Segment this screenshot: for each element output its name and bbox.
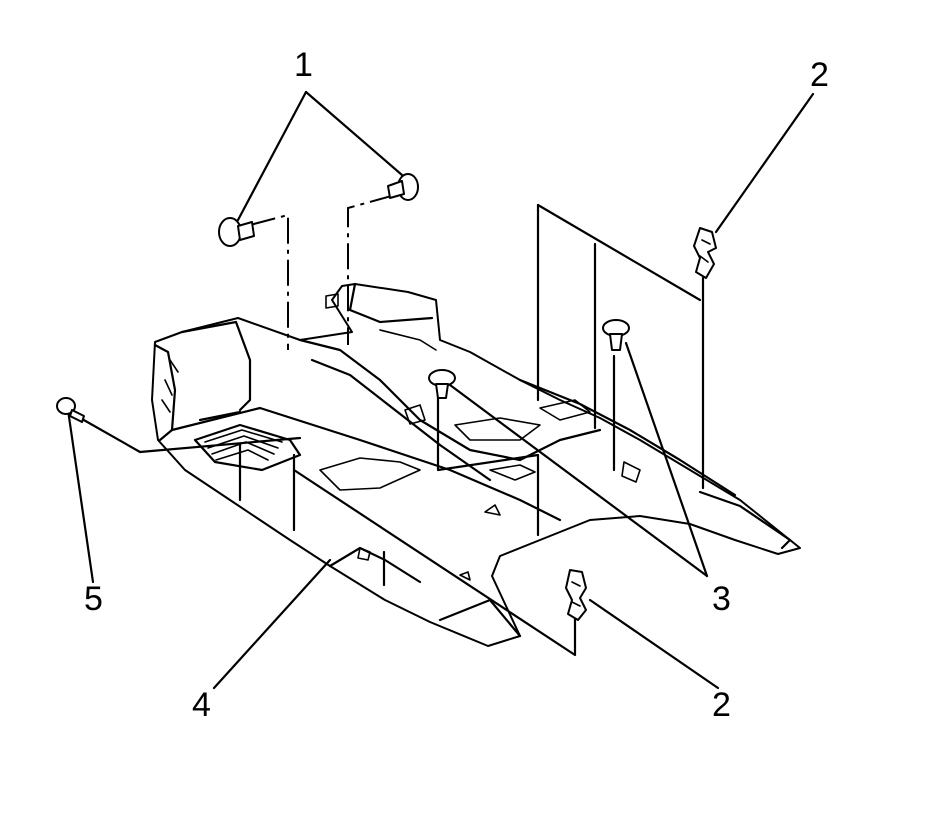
callout-5: 5 bbox=[84, 580, 103, 618]
retainer-center-left bbox=[428, 369, 456, 399]
dashed-locating-lines bbox=[249, 194, 396, 350]
leader-lines bbox=[66, 90, 815, 690]
retainer-center-right bbox=[602, 319, 630, 351]
callout-2-top: 2 bbox=[810, 56, 829, 94]
callout-1: 1 bbox=[294, 46, 313, 84]
retainer-left bbox=[218, 217, 255, 247]
screw bbox=[56, 397, 85, 423]
callout-4: 4 bbox=[192, 686, 211, 724]
callout-3: 3 bbox=[712, 580, 731, 618]
callout-labels: 1 2 3 4 2 5 bbox=[84, 46, 829, 724]
clip-bottom bbox=[565, 569, 587, 621]
locating-lines bbox=[73, 203, 705, 657]
retainer-right bbox=[387, 173, 419, 201]
callout-2-bottom: 2 bbox=[712, 686, 731, 724]
clip-top bbox=[693, 227, 717, 279]
